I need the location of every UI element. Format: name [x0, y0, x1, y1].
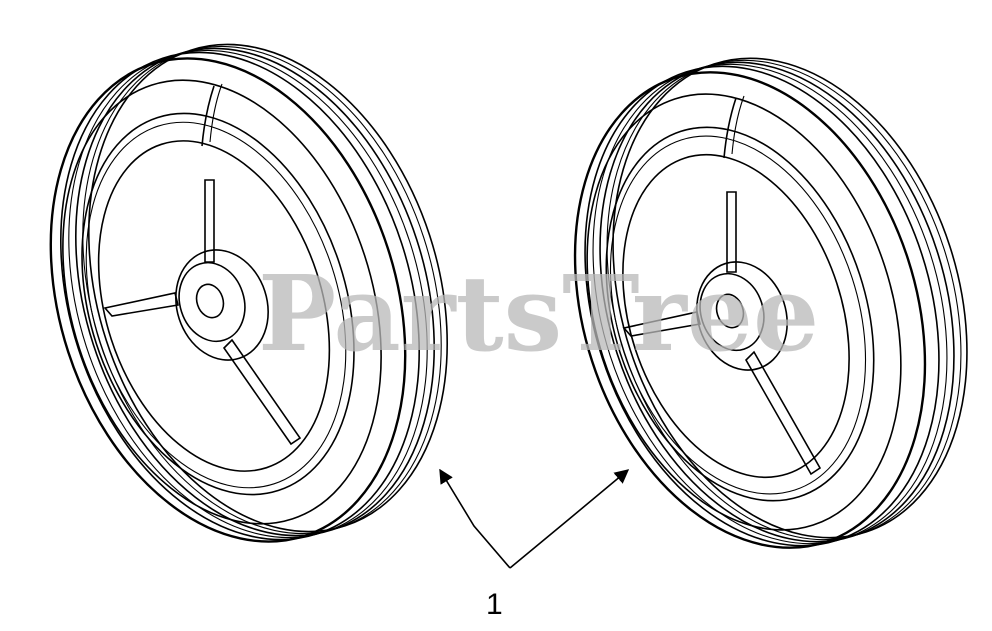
callout-label-1[interactable]: 1	[486, 588, 503, 621]
leader-arrow-right	[509, 469, 630, 569]
leader-arrow-left	[439, 468, 511, 569]
callout-arrows	[439, 468, 630, 569]
wheel-right[interactable]	[517, 12, 992, 593]
wheel-left[interactable]	[0, 0, 507, 588]
watermark-text: PartsTree	[258, 252, 819, 375]
